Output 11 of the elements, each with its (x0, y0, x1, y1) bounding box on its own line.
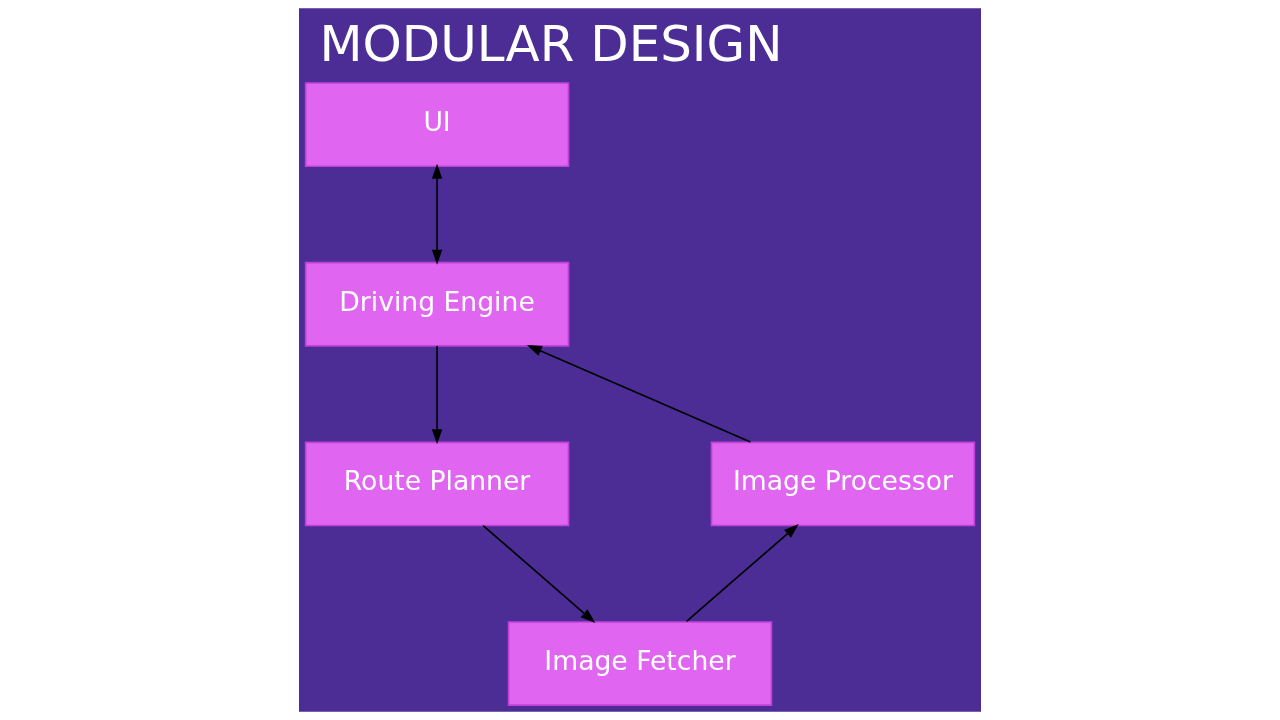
node-box: Route Planner (304, 441, 570, 527)
node-box: UI (304, 82, 570, 168)
arrow (431, 163, 443, 265)
arrow (685, 523, 799, 623)
node-box: Driving Engine (304, 261, 570, 347)
arrow (482, 524, 596, 624)
arrow (526, 344, 752, 443)
arrow (431, 345, 443, 445)
node-box: Image Fetcher (507, 621, 773, 706)
diagram-title: MODULAR DESIGN (319, 15, 783, 74)
node-box: Image Processor (710, 441, 976, 527)
